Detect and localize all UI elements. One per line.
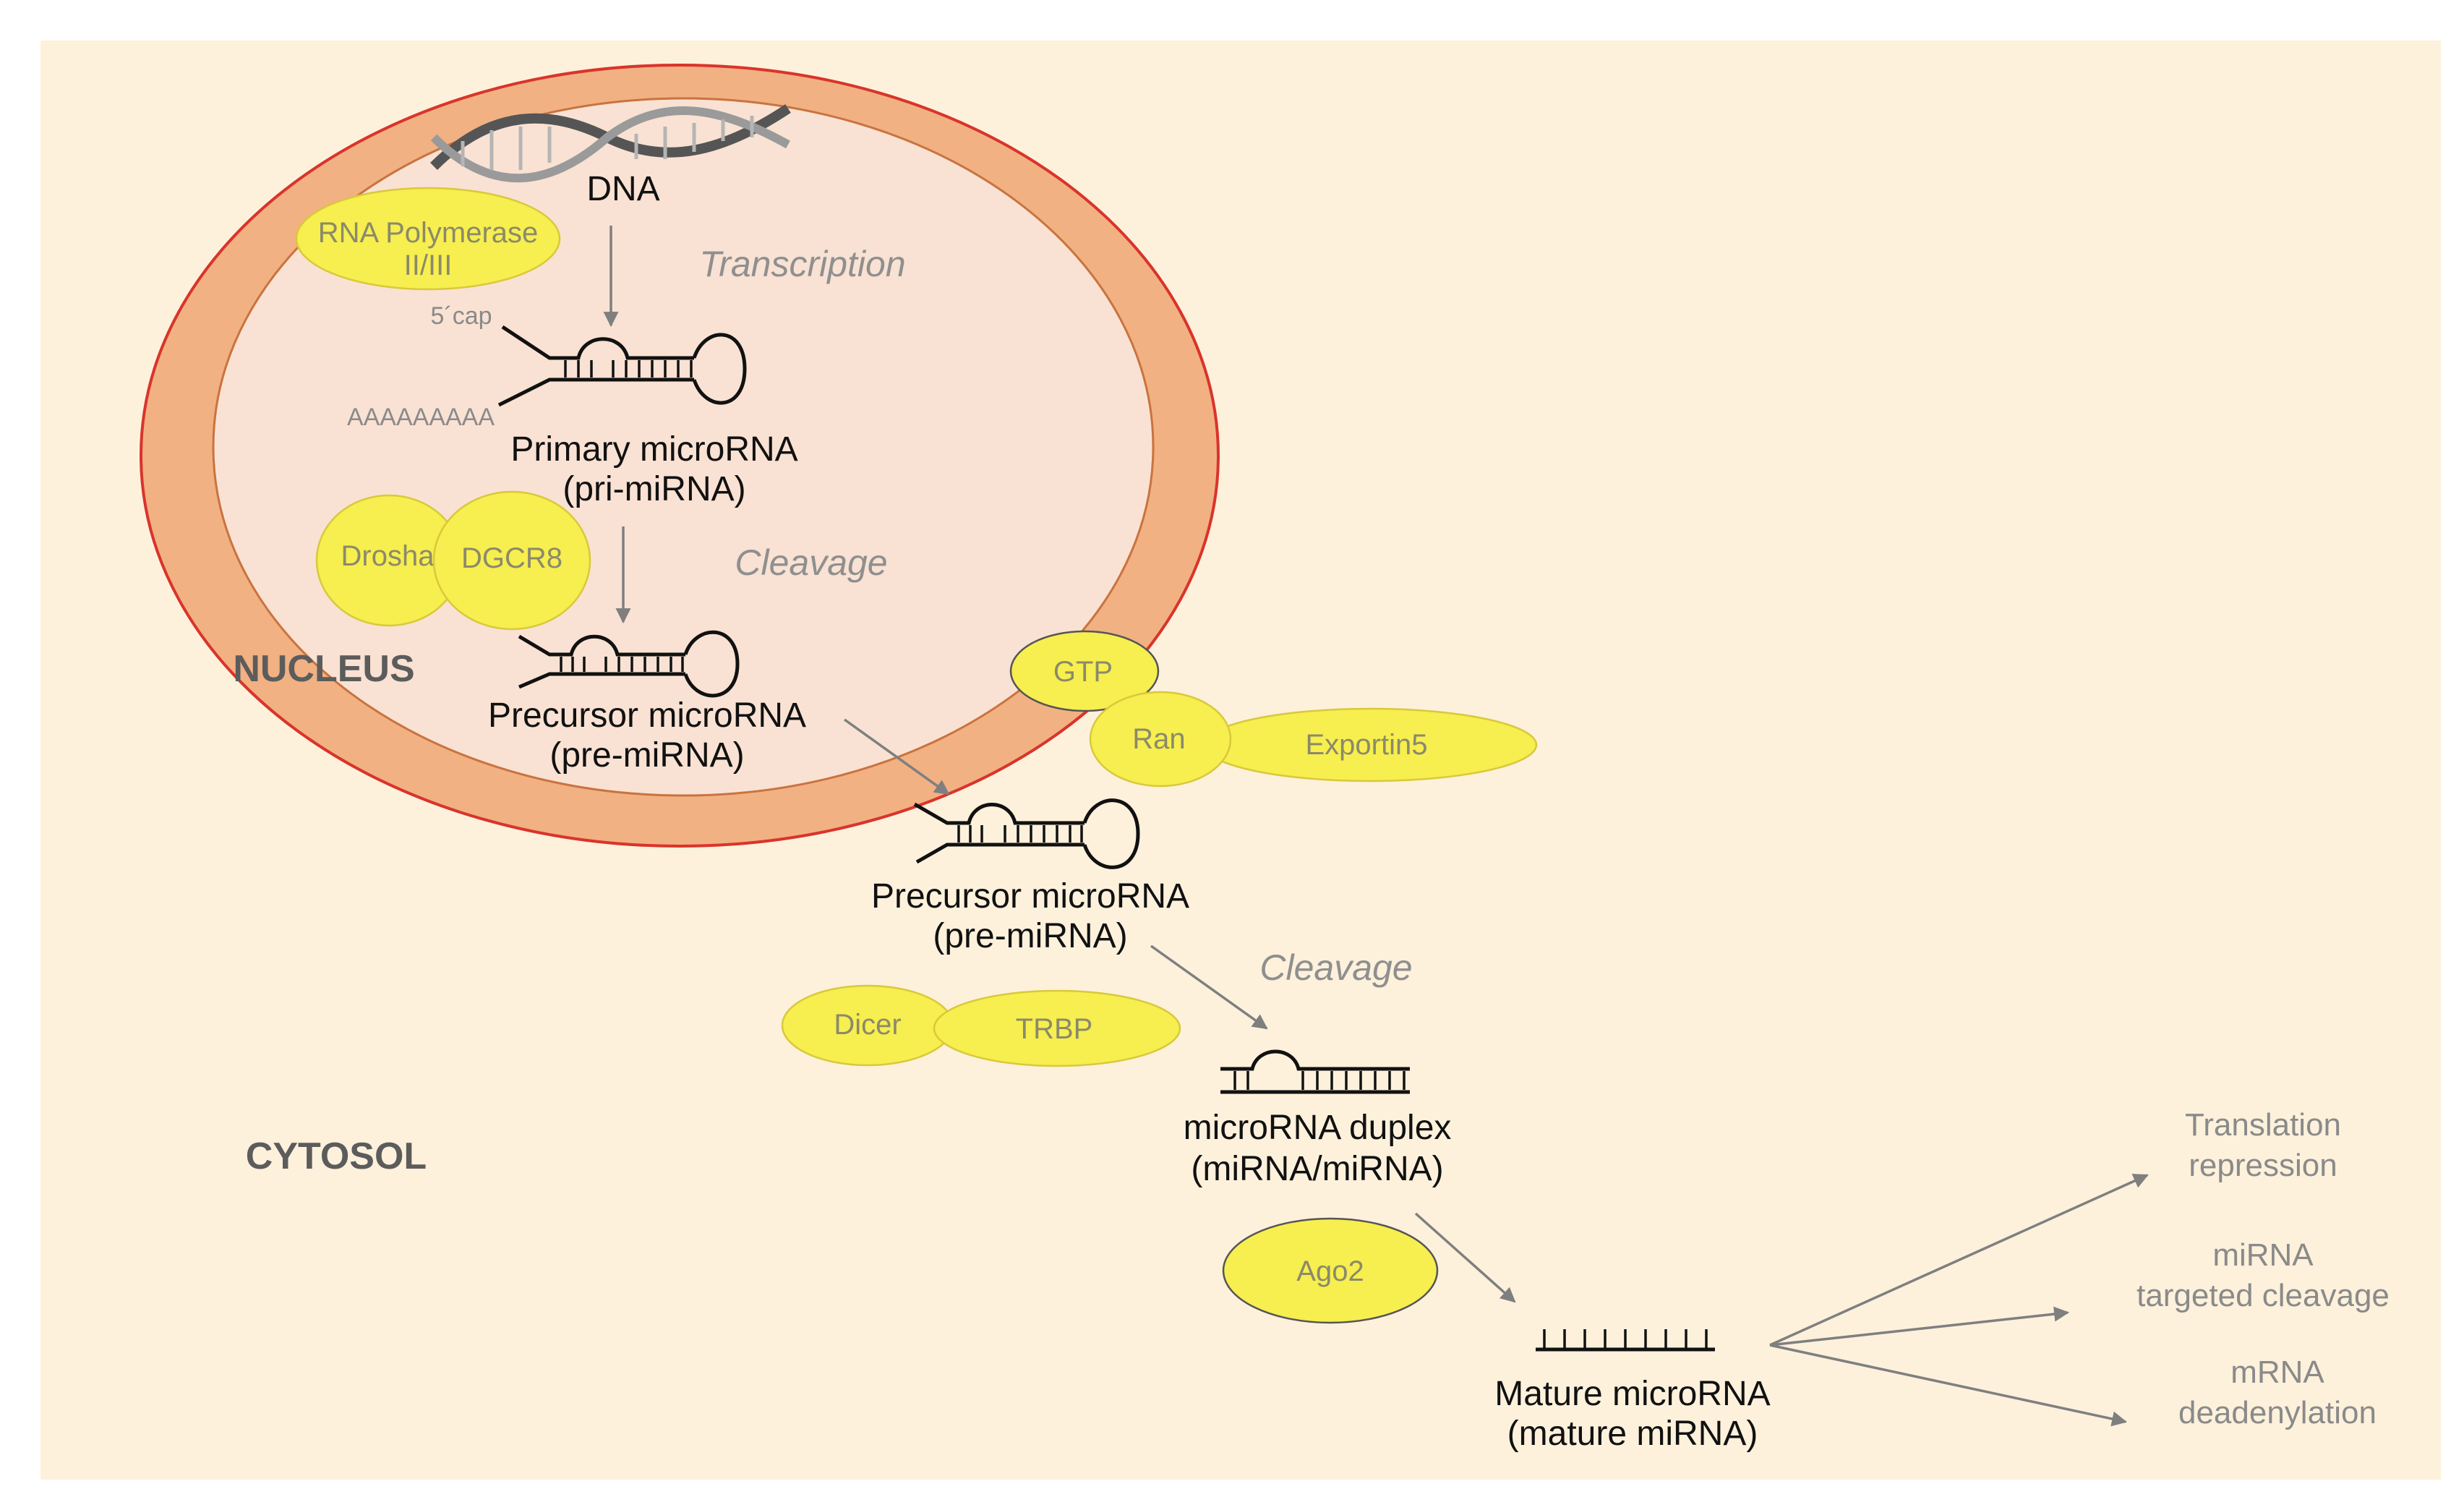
exportin5-label: Exportin5 [1306, 729, 1428, 761]
trbp-label: TRBP [1016, 1013, 1093, 1045]
cytosol-cleavage-label: Cleavage [1259, 947, 1412, 988]
dgcr8-label: DGCR8 [461, 542, 562, 574]
pri-mirna-hairpin [497, 325, 747, 407]
gtp-label: GTP [1053, 656, 1113, 688]
loading-arrow [1414, 1212, 1516, 1303]
ago2-label: Ago2 [1296, 1255, 1364, 1287]
gtp-molecule [1009, 630, 1160, 712]
mature-label-line1: Mature microRNA [1494, 1375, 1770, 1413]
pri-mirna-label-line2: (pri-miRNA) [562, 470, 745, 508]
pre-mirna-cytosol-label-line2: (pre-miRNA) [933, 917, 1127, 955]
dgcr8-enzyme [432, 490, 591, 631]
mature-mirna [1536, 1329, 1715, 1352]
dicer-label: Dicer [834, 1009, 901, 1041]
drosha-label: Drosha [341, 540, 435, 572]
trbp-enzyme [933, 989, 1181, 1067]
nucleus-cleavage-label: Cleavage [735, 542, 887, 583]
outcome-translation-line1: Translation [2185, 1107, 2341, 1143]
duplex-label-line2: (miRNA/miRNA) [1191, 1150, 1443, 1188]
outcome-cleavage-line1: miRNA [2212, 1237, 2314, 1273]
outcome-arrow-cleavage [1769, 1306, 2070, 1347]
rna-polymerase-enzyme [295, 187, 561, 291]
export-arrow [843, 718, 950, 795]
outcome-deadenylation-line1: mRNA [2230, 1355, 2324, 1390]
outcome-translation-line2: repression [2189, 1148, 2337, 1183]
outcome-arrow-translation [1769, 1174, 2149, 1347]
polya-label: AAAAAAAAA [347, 404, 495, 431]
pre-mirna-hairpin-nucleus [518, 630, 740, 698]
cytosol-cleavage-arrow [1150, 944, 1268, 1030]
ran-label: Ran [1132, 723, 1185, 755]
ago2-enzyme [1222, 1217, 1439, 1324]
pre-mirna-nucleus-label-line1: Precursor microRNA [488, 696, 806, 735]
pre-mirna-nucleus-label-line2: (pre-miRNA) [549, 736, 744, 775]
dna-helix-icon [430, 104, 791, 183]
outcome-arrow-deadenylation [1769, 1344, 2128, 1427]
outcome-cleavage-line2: targeted cleavage [2136, 1278, 2390, 1313]
pre-mirna-cytosol-label-line1: Precursor microRNA [871, 877, 1189, 916]
outcome-deadenylation-line2: deadenylation [2178, 1395, 2377, 1430]
pri-mirna-label-line1: Primary microRNA [510, 430, 797, 469]
ran-enzyme [1089, 691, 1232, 788]
duplex-label-line1: microRNA duplex [1184, 1109, 1452, 1147]
nucleus-label: NUCLEUS [233, 648, 414, 690]
dna-label: DNA [586, 170, 659, 208]
transcription-label: Transcription [699, 244, 905, 284]
mirna-duplex [1220, 1049, 1410, 1094]
rna-polymerase-label-line1: RNA Polymerase [318, 217, 539, 249]
pre-mirna-hairpin-cytosol [913, 798, 1140, 869]
cytosol-label: CYTOSOL [246, 1135, 427, 1177]
cap-label: 5´cap [430, 302, 492, 330]
rna-polymerase-label-line2: II/III [404, 249, 453, 281]
mature-label-line2: (mature miRNA) [1507, 1415, 1758, 1453]
